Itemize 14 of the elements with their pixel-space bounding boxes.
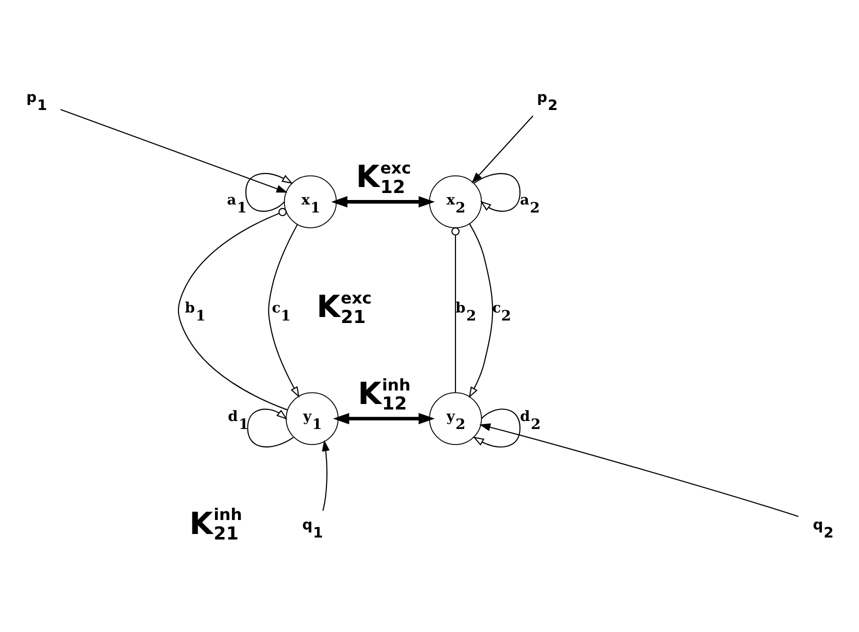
arrow [472, 408, 521, 447]
arrow [468, 223, 494, 398]
arrow [245, 172, 293, 212]
arrow [472, 114, 534, 183]
arrow [322, 440, 330, 510]
arrow [60, 108, 288, 192]
connector [451, 226, 460, 392]
connector [178, 207, 288, 410]
arrow [333, 412, 435, 424]
arrow [331, 196, 435, 207]
arrow [479, 422, 799, 516]
arrow [268, 224, 300, 398]
arrow [474, 172, 521, 212]
arrow [247, 408, 294, 447]
